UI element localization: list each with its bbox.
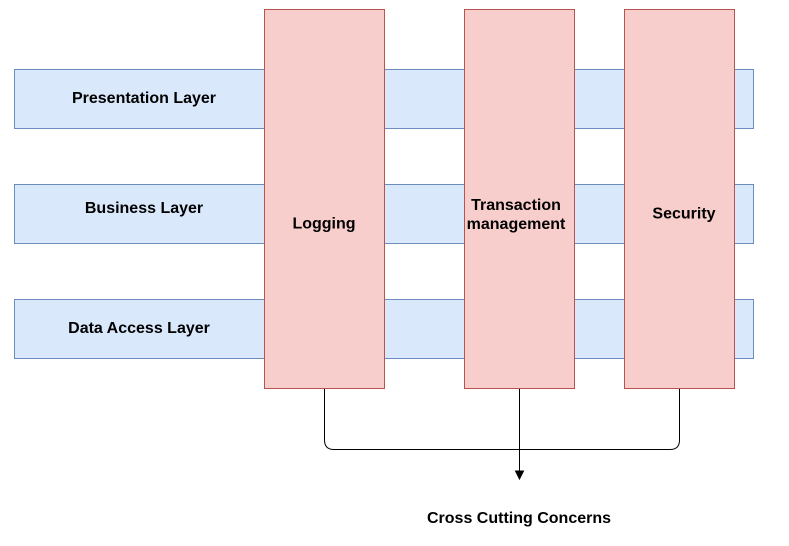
arrow-head-icon — [514, 470, 525, 481]
data-access-layer-label: Data Access Layer — [68, 320, 210, 337]
transaction-management-box — [464, 9, 575, 389]
logging-box — [264, 9, 385, 389]
presentation-layer-label: Presentation Layer — [71, 90, 217, 107]
security-box — [624, 9, 735, 389]
logging-label: Logging — [292, 215, 356, 233]
cross-cutting-concerns-caption: Cross Cutting Concerns — [426, 510, 612, 527]
transaction-management-label: Transaction management — [466, 197, 566, 233]
business-layer-label: Business Layer — [84, 200, 204, 217]
security-label: Security — [652, 205, 716, 223]
logging-connector — [324, 389, 680, 450]
